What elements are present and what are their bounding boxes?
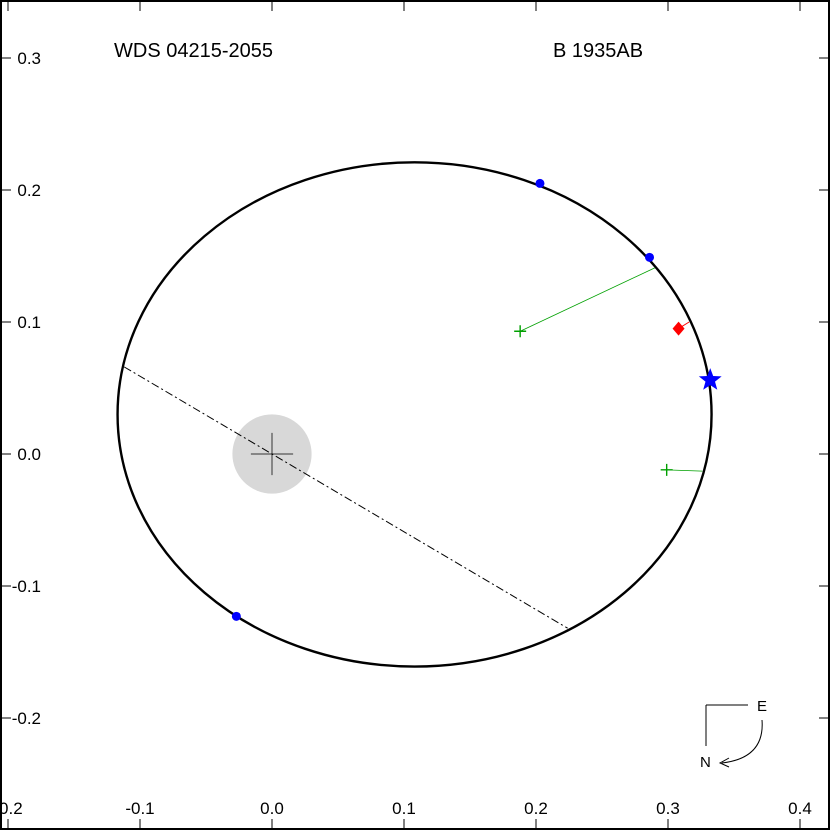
axis-tick-labels: -0.2 -0.1 0.0 0.1 0.2 0.3 0.4 -0.2 -0.1 0.0 0.1 0.2… bbox=[0, 49, 812, 818]
chart-title-left: WDS 04215-2055 bbox=[114, 40, 273, 62]
observation-markers bbox=[231, 178, 722, 621]
compass: E N bbox=[700, 698, 767, 771]
y-tick-label: -0.1 bbox=[12, 577, 41, 596]
x-tick-label: 0.0 bbox=[260, 799, 284, 818]
chart-title-right: B 1935AB bbox=[553, 40, 643, 62]
interferometric-point bbox=[514, 325, 527, 338]
y-tick-label: 0.2 bbox=[17, 181, 41, 200]
y-tick-label: 0.1 bbox=[17, 313, 41, 332]
x-tick-label: 0.1 bbox=[392, 799, 416, 818]
interferometric-residual bbox=[519, 267, 655, 332]
compass-east-label: E bbox=[757, 698, 767, 715]
line-of-nodes bbox=[123, 366, 568, 629]
x-tick-label: 0.3 bbox=[656, 799, 680, 818]
compass-arrow-arc bbox=[721, 719, 763, 764]
y-tick-label: -0.2 bbox=[12, 709, 41, 728]
interferometric-point bbox=[660, 463, 673, 476]
compass-axes bbox=[705, 704, 748, 746]
x-tick-label: -0.2 bbox=[0, 799, 23, 818]
latest-point bbox=[672, 321, 685, 336]
x-tick-label: -0.1 bbox=[125, 799, 154, 818]
orbit-ellipse bbox=[116, 161, 713, 668]
compass-arrow-head bbox=[718, 757, 730, 768]
x-tick-label: 0.4 bbox=[788, 799, 812, 818]
micrometric-point bbox=[645, 252, 655, 262]
x-tick-label: 0.2 bbox=[524, 799, 548, 818]
y-tick-label: 0.0 bbox=[17, 445, 41, 464]
micrometric-point bbox=[231, 611, 241, 621]
current-position-star bbox=[698, 368, 722, 390]
y-tick-label: 0.3 bbox=[17, 49, 41, 68]
micrometric-point bbox=[535, 178, 545, 188]
compass-north-label: N bbox=[700, 754, 711, 771]
